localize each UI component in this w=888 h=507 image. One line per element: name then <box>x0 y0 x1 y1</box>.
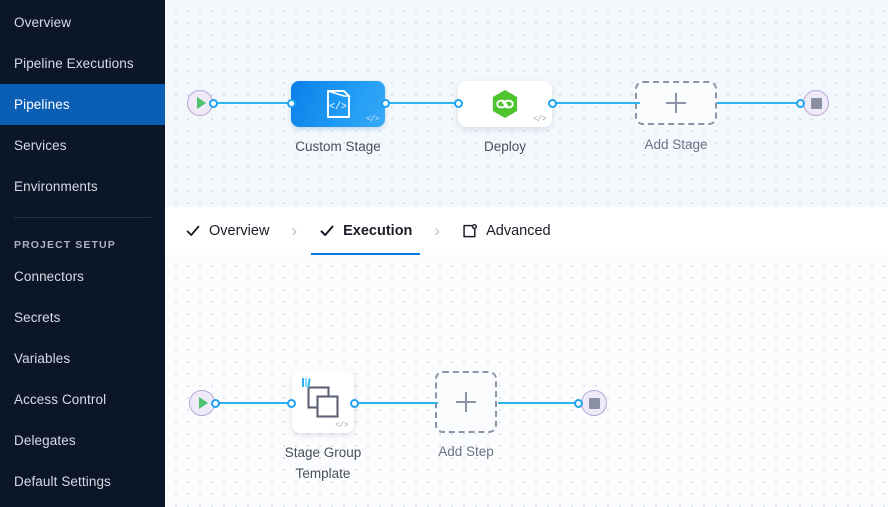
sidebar-item-label: Default Settings <box>14 474 111 489</box>
sidebar-item-label: Delegates <box>14 433 76 448</box>
connector-custom-stage-to-deploy <box>387 102 461 104</box>
stop-icon <box>588 397 600 409</box>
step-node-stage-group-template[interactable]: </> <box>292 371 354 433</box>
sidebar-item-pipeline-executions[interactable]: Pipeline Executions <box>0 43 165 84</box>
end-node-circle <box>803 90 829 116</box>
tab-execution[interactable]: Execution <box>311 207 421 255</box>
pipeline-stage-canvas[interactable]: </> </> </> <box>165 0 888 207</box>
stage-group-card[interactable]: </> <box>292 371 354 433</box>
custom-stage-output-port[interactable] <box>381 99 390 108</box>
advanced-settings-icon <box>462 223 478 239</box>
sidebar-item-label: Environments <box>14 179 98 194</box>
sidebar-item-label: Services <box>14 138 67 153</box>
main-content: </> </> </> <box>165 0 888 507</box>
play-icon <box>196 97 206 109</box>
execution-end-node[interactable] <box>581 390 607 416</box>
deploy-code-badge: </> <box>533 115 546 124</box>
sidebar-item-label: Secrets <box>14 310 61 325</box>
stage-label-deploy: Deploy <box>483 139 527 154</box>
tab-advanced[interactable]: Advanced <box>454 207 559 255</box>
execution-start-port[interactable] <box>211 399 220 408</box>
connector-add-step-to-end <box>498 402 580 404</box>
start-node-port[interactable] <box>209 99 218 108</box>
sidebar-item-label: Variables <box>14 351 71 366</box>
tab-separator-icon: › <box>434 221 441 240</box>
sidebar-item-pipelines[interactable]: Pipelines <box>0 84 165 125</box>
add-stage-label: Add Stage <box>644 137 708 152</box>
add-stage-node[interactable] <box>635 81 717 125</box>
deploy-input-port[interactable] <box>454 99 463 108</box>
tab-label: Advanced <box>486 223 551 239</box>
tab-separator-icon: › <box>291 221 298 240</box>
stage-group-input-port[interactable] <box>287 399 296 408</box>
execution-step-canvas[interactable]: </> Stage Group <box>165 255 888 507</box>
sidebar-item-label: Access Control <box>14 392 107 407</box>
stage-group-output-port[interactable] <box>350 399 359 408</box>
step-label-stage-group-template: Stage Group Template <box>268 442 378 484</box>
plus-icon <box>456 392 476 412</box>
connector-stage-group-to-add-step <box>356 402 438 404</box>
connector-start-to-stage-group <box>217 402 293 404</box>
tab-label: Execution <box>343 223 413 239</box>
sidebar-item-access-control[interactable]: Access Control <box>0 379 165 420</box>
add-step-button[interactable] <box>435 371 497 433</box>
svg-text:</>: </> <box>329 101 347 113</box>
stage-group-layers-icon <box>307 386 339 418</box>
tab-overview[interactable]: Overview <box>177 207 277 255</box>
stage-node-deploy[interactable]: </> <box>458 81 552 127</box>
sidebar-item-connectors[interactable]: Connectors <box>0 256 165 297</box>
deploy-stage-card[interactable]: </> <box>458 81 552 127</box>
custom-stage-input-port[interactable] <box>287 99 296 108</box>
add-step-label: Add Step <box>438 444 494 459</box>
sidebar-divider <box>14 217 151 218</box>
sidebar-item-label: Connectors <box>14 269 85 284</box>
start-node-circle <box>187 90 213 116</box>
sidebar-item-label: Overview <box>14 15 72 30</box>
custom-stage-code-icon: </> <box>327 90 351 118</box>
connector-add-stage-to-end <box>717 102 801 104</box>
deploy-output-port[interactable] <box>548 99 557 108</box>
pipeline-start-node[interactable] <box>187 90 213 116</box>
check-icon <box>319 223 335 239</box>
plus-icon <box>666 93 686 113</box>
execution-end-port[interactable] <box>574 399 583 408</box>
deploy-hexagon-icon <box>492 90 518 118</box>
end-node-port[interactable] <box>796 99 805 108</box>
sidebar-item-variables[interactable]: Variables <box>0 338 165 379</box>
sidebar-item-label: Pipeline Executions <box>14 56 134 71</box>
custom-stage-card[interactable]: </> </> <box>291 81 385 127</box>
step-label-line1: Stage Group <box>284 445 362 460</box>
sidebar-item-environments[interactable]: Environments <box>0 166 165 207</box>
add-step-node[interactable] <box>435 371 497 433</box>
sidebar-item-overview[interactable]: Overview <box>0 2 165 43</box>
template-library-icon <box>302 378 311 388</box>
sidebar-section-title: PROJECT SETUP <box>14 239 116 251</box>
sidebar-item-delegates[interactable]: Delegates <box>0 420 165 461</box>
stage-group-code-badge: </> <box>335 421 348 430</box>
stop-icon <box>810 97 822 109</box>
stage-label-custom-stage: Custom Stage <box>295 139 381 154</box>
pipeline-end-node[interactable] <box>803 90 829 116</box>
sidebar-item-services[interactable]: Services <box>0 125 165 166</box>
custom-stage-code-badge: </> <box>366 115 379 124</box>
sidebar-item-default-settings[interactable]: Default Settings <box>0 461 165 502</box>
play-icon <box>198 397 208 409</box>
stage-config-tabbar: Overview › Execution › Advanced <box>165 207 888 255</box>
connector-start-to-custom-stage <box>215 102 294 104</box>
step-label-line2: Template <box>295 466 351 481</box>
left-sidebar: Overview Pipeline Executions Pipelines S… <box>0 0 165 507</box>
check-icon <box>185 223 201 239</box>
sidebar-item-secrets[interactable]: Secrets <box>0 297 165 338</box>
sidebar-item-label: Pipelines <box>14 97 70 112</box>
end-node-circle <box>581 390 607 416</box>
tab-label: Overview <box>209 223 270 239</box>
connector-deploy-to-add-stage <box>554 102 640 104</box>
stage-node-custom-stage[interactable]: </> </> <box>291 81 385 127</box>
add-stage-button[interactable] <box>635 81 717 125</box>
